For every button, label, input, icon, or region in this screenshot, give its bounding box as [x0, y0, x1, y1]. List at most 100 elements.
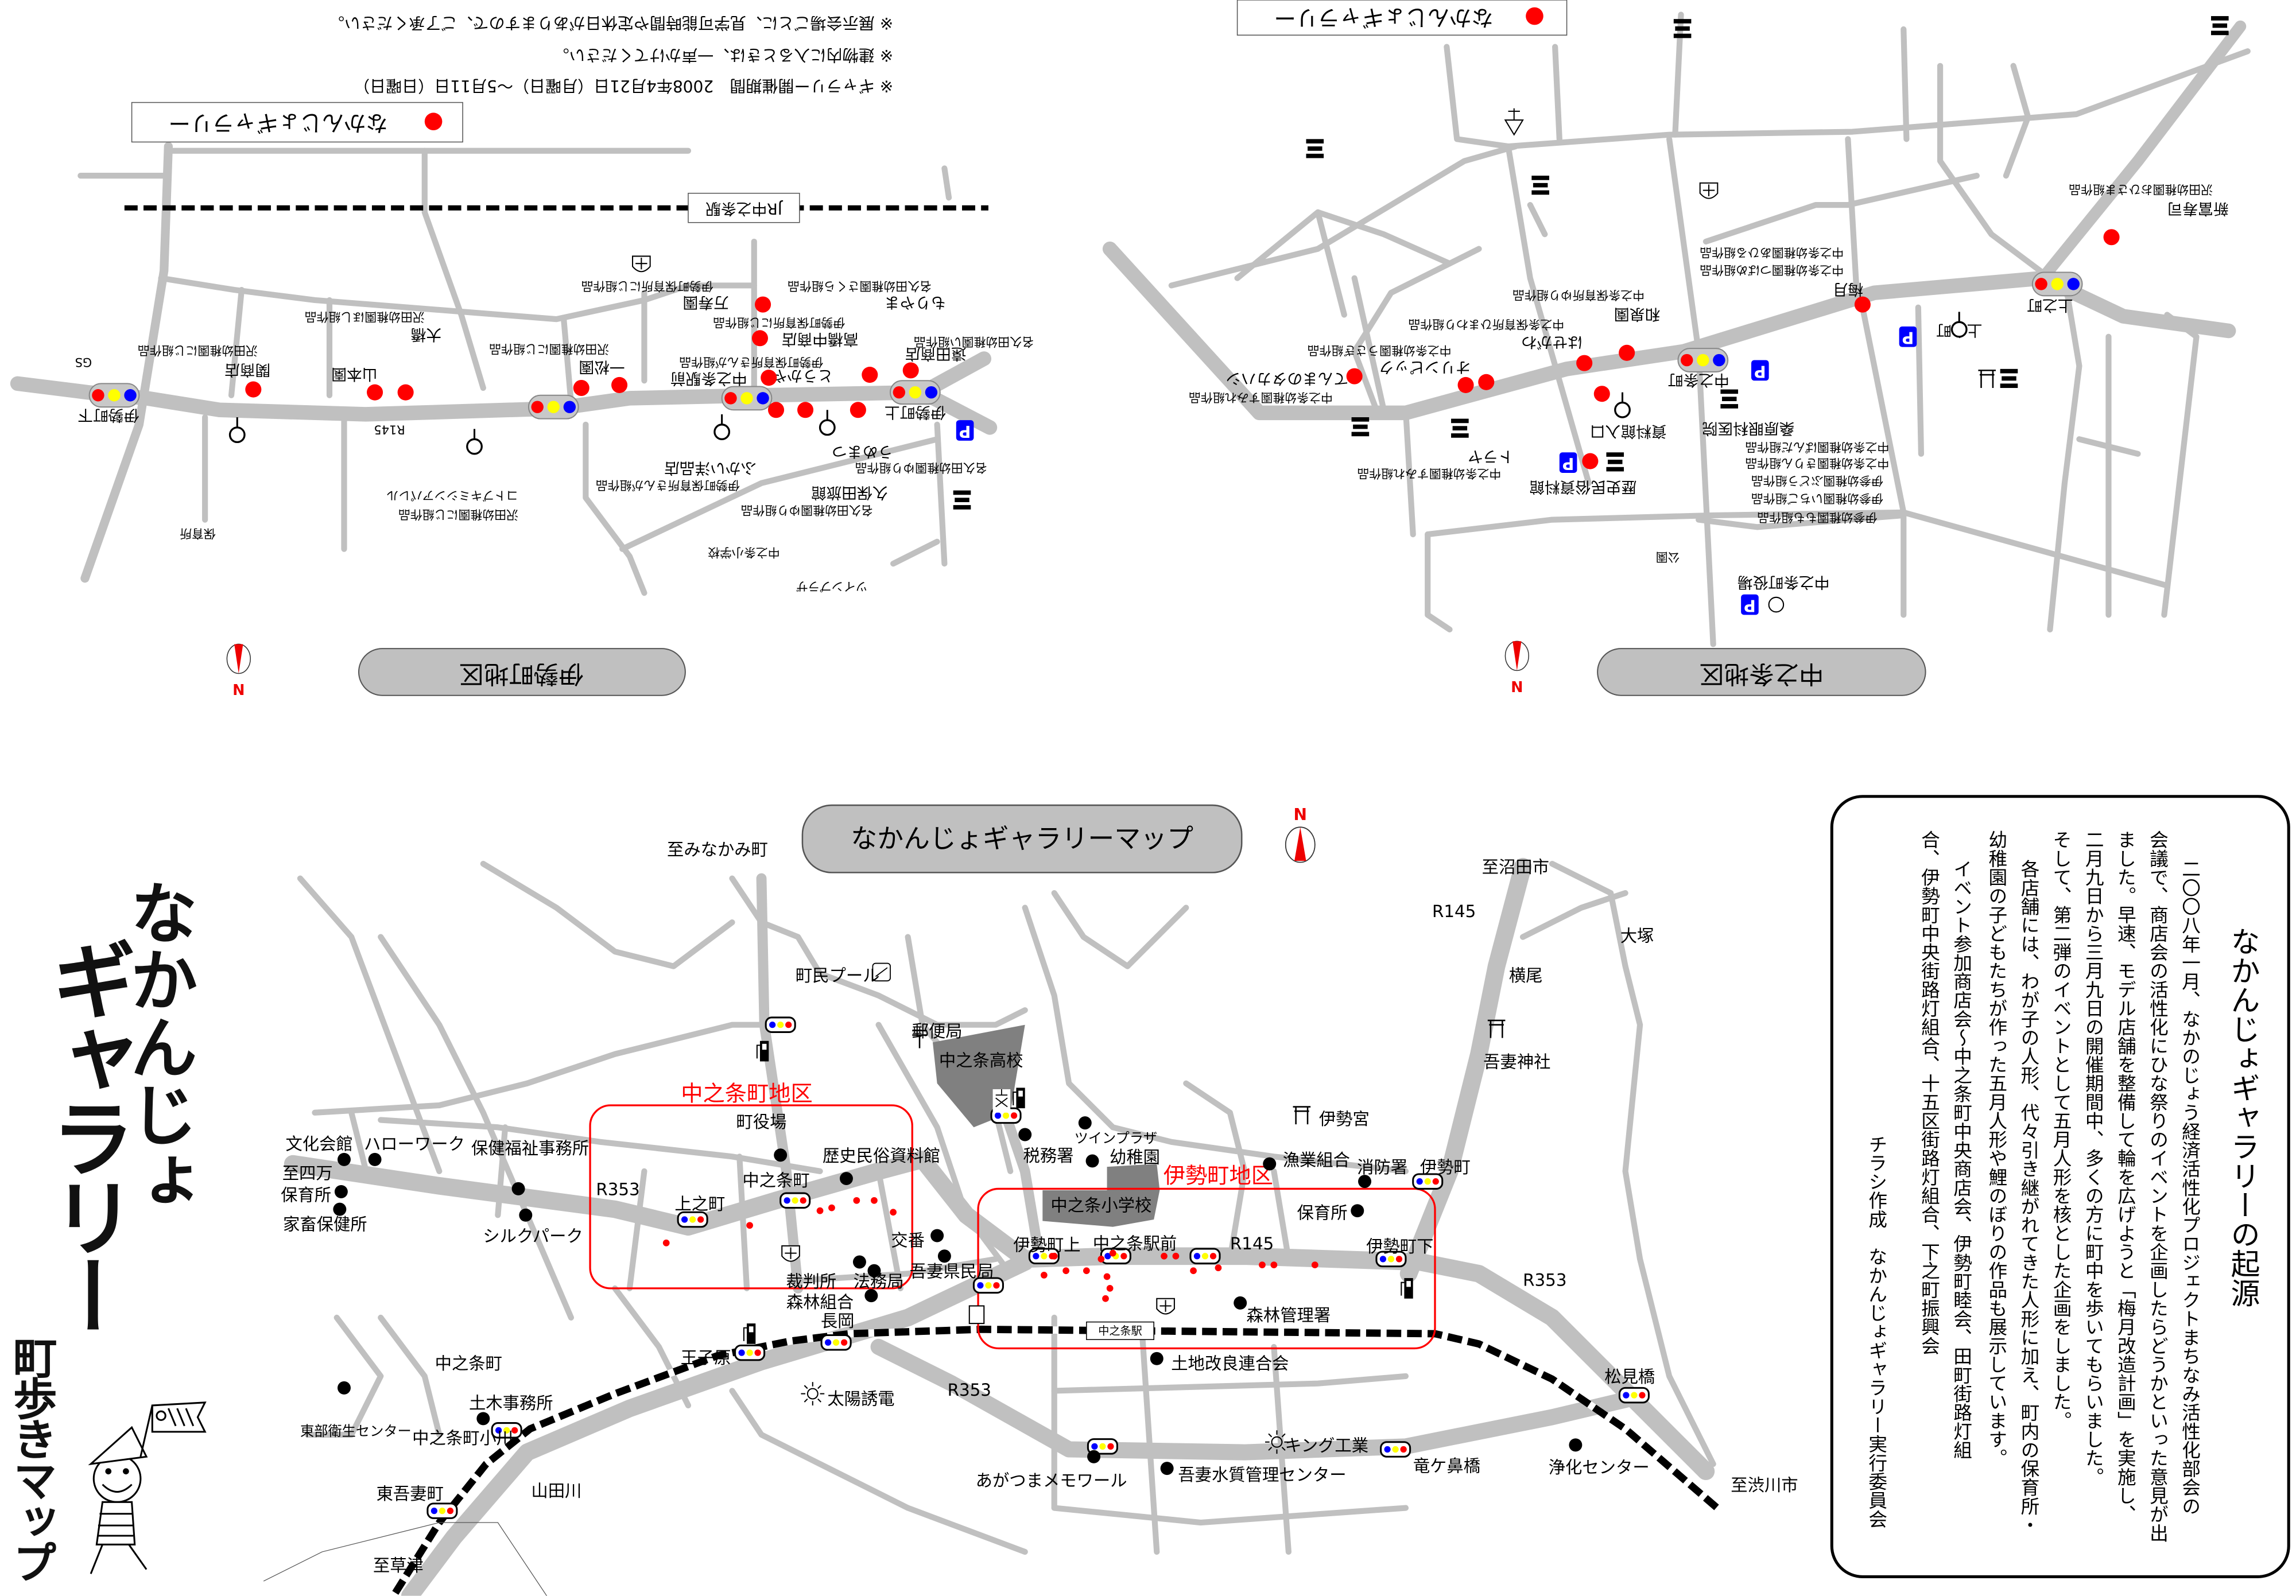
- place-label: オリンピック: [1379, 358, 1471, 375]
- place-label: 土木事務所: [469, 1393, 553, 1413]
- gallery-marker[interactable]: [862, 367, 878, 383]
- gallery-marker[interactable]: [1346, 368, 1363, 385]
- place-label: 高橋中商店: [782, 330, 859, 348]
- place-label: 町民プール: [796, 966, 880, 985]
- place-label: 上之町: [674, 1194, 725, 1214]
- place-label: 吾妻神社: [1483, 1053, 1550, 1072]
- chujo-district-box: [589, 1104, 913, 1290]
- gallery-marker-icon: [424, 112, 443, 131]
- place-label: 中之条駅前: [1093, 1234, 1177, 1253]
- temple-icon: [953, 490, 971, 510]
- place-label: 中之条幼稚園うさぎ組作品: [1308, 344, 1452, 358]
- traffic-light-icon: [820, 1334, 852, 1351]
- place-label: 伊勢町保育所にじ組作品: [581, 279, 713, 293]
- place-label: 税務署: [1023, 1146, 1074, 1166]
- gallery-marker[interactable]: [1083, 1267, 1090, 1275]
- chujo-legend: なかんじょギャラリー: [1236, 0, 1568, 36]
- place-label: 王子原: [681, 1348, 731, 1368]
- place-label: ツインプラザ: [1075, 1131, 1158, 1147]
- gallery-marker[interactable]: [1190, 1267, 1197, 1275]
- place-label: 中之条町役場: [1737, 573, 1830, 591]
- gallery-marker[interactable]: [1593, 386, 1610, 402]
- hospital-icon: [781, 1245, 800, 1262]
- place-label: 伊勢町上: [885, 403, 946, 421]
- gallery-marker[interactable]: [902, 362, 919, 379]
- gallery-marker[interactable]: [1102, 1295, 1109, 1302]
- gallery-marker[interactable]: [1161, 1252, 1168, 1260]
- flyer-credit: チラシ作成 なかんじょギャラリー実行委員会: [1864, 1135, 1886, 1528]
- place-label: 吾妻県民局: [910, 1261, 994, 1281]
- facility-dot: [333, 1202, 347, 1216]
- gallery-marker[interactable]: [1109, 1249, 1116, 1257]
- compass-ise: N: [226, 643, 251, 697]
- gallery-marker[interactable]: [245, 381, 262, 398]
- place-label: もりやま: [885, 293, 946, 311]
- place-label: シルクパーク: [483, 1226, 583, 1246]
- calligraphy-subtitle: 町歩きマップ: [4, 1335, 56, 1582]
- temple-icon: [1606, 452, 1624, 472]
- gallery-marker[interactable]: [828, 1204, 835, 1211]
- gallery-marker[interactable]: [1576, 355, 1593, 371]
- chujo-map-title: 中之条地区: [1699, 659, 1824, 688]
- place-label: 町役場: [736, 1112, 787, 1132]
- gallery-marker[interactable]: [797, 402, 814, 418]
- gallery-marker[interactable]: [761, 370, 777, 386]
- traffic-light-icon: [2031, 271, 2083, 297]
- note-line: ※ ギャラリー開催期間 2008年4月21日（月曜日）〜5月11日（日曜日）: [354, 76, 893, 95]
- calligraphy-title-line2: ギャラリー: [36, 937, 137, 1333]
- gallery-marker[interactable]: [1619, 344, 1635, 361]
- gallery-marker[interactable]: [890, 1209, 897, 1216]
- place-label: 伊勢町下: [1366, 1237, 1433, 1256]
- place-label: 文化会館: [285, 1134, 352, 1154]
- facility-dot: [338, 1381, 351, 1395]
- place-label: 歴史民俗資料館: [823, 1146, 940, 1166]
- place-label: 長岡: [821, 1311, 855, 1331]
- gallery-marker[interactable]: [1478, 374, 1495, 390]
- temple-icon: [1531, 176, 1549, 195]
- gallery-marker[interactable]: [1050, 1252, 1058, 1260]
- gallery-marker[interactable]: [850, 402, 866, 418]
- gallery-marker[interactable]: [397, 384, 414, 401]
- facility-dot: [1234, 1296, 1247, 1310]
- gallery-marker[interactable]: [816, 1207, 824, 1214]
- facility-dot: [1085, 1154, 1099, 1168]
- place-label: 桑原眼科医院: [1702, 419, 1795, 437]
- gallery-marker[interactable]: [1103, 1273, 1111, 1280]
- swimming-pool-icon: [872, 962, 891, 982]
- gallery-marker[interactable]: [1259, 1261, 1266, 1268]
- place-label: 竜ケ鼻橋: [1413, 1457, 1480, 1476]
- gallery-marker[interactable]: [1062, 1267, 1069, 1275]
- gallery-marker[interactable]: [1040, 1272, 1048, 1279]
- gallery-marker[interactable]: [367, 384, 383, 401]
- place-label: 中之条幼稚園あひる組作品: [1700, 246, 1844, 259]
- gallery-marker[interactable]: [1106, 1285, 1114, 1292]
- gallery-marker[interactable]: [1311, 1261, 1318, 1268]
- gallery-marker[interactable]: [1854, 296, 1871, 313]
- gallery-marker[interactable]: [573, 379, 589, 397]
- gallery-marker[interactable]: [1270, 1261, 1278, 1268]
- gallery-marker[interactable]: [611, 376, 628, 393]
- gallery-marker[interactable]: [751, 330, 768, 347]
- note-line: ※ 展示会場ごとに、見学可能時間や定休日がありますので、ご了承ください。: [328, 13, 893, 32]
- jr-station-label: JR中之条駅: [705, 200, 784, 218]
- bus-stop-icon: [1950, 312, 1968, 338]
- gallery-marker[interactable]: [2103, 229, 2120, 246]
- gallery-marker[interactable]: [662, 1239, 670, 1246]
- gallery-marker[interactable]: [755, 296, 771, 313]
- gallery-marker[interactable]: [1172, 1252, 1180, 1260]
- map-title-box: なかんじょギャラリーマップ: [801, 804, 1243, 873]
- gallery-marker[interactable]: [767, 402, 785, 418]
- place-label: 大橋: [411, 325, 442, 343]
- place-label: うめまつ: [832, 442, 893, 460]
- gallery-marker[interactable]: [1457, 376, 1474, 393]
- gallery-marker[interactable]: [746, 1222, 753, 1229]
- gallery-marker[interactable]: [1582, 453, 1599, 469]
- roads-bottom-map: [284, 857, 1716, 1596]
- parking-icon: P: [1559, 452, 1577, 473]
- place-label: 一松園: [579, 358, 625, 375]
- gallery-marker[interactable]: [1215, 1264, 1222, 1272]
- gallery-marker[interactable]: [1097, 1255, 1105, 1263]
- gallery-marker[interactable]: [853, 1197, 860, 1204]
- gallery-marker[interactable]: [871, 1197, 878, 1204]
